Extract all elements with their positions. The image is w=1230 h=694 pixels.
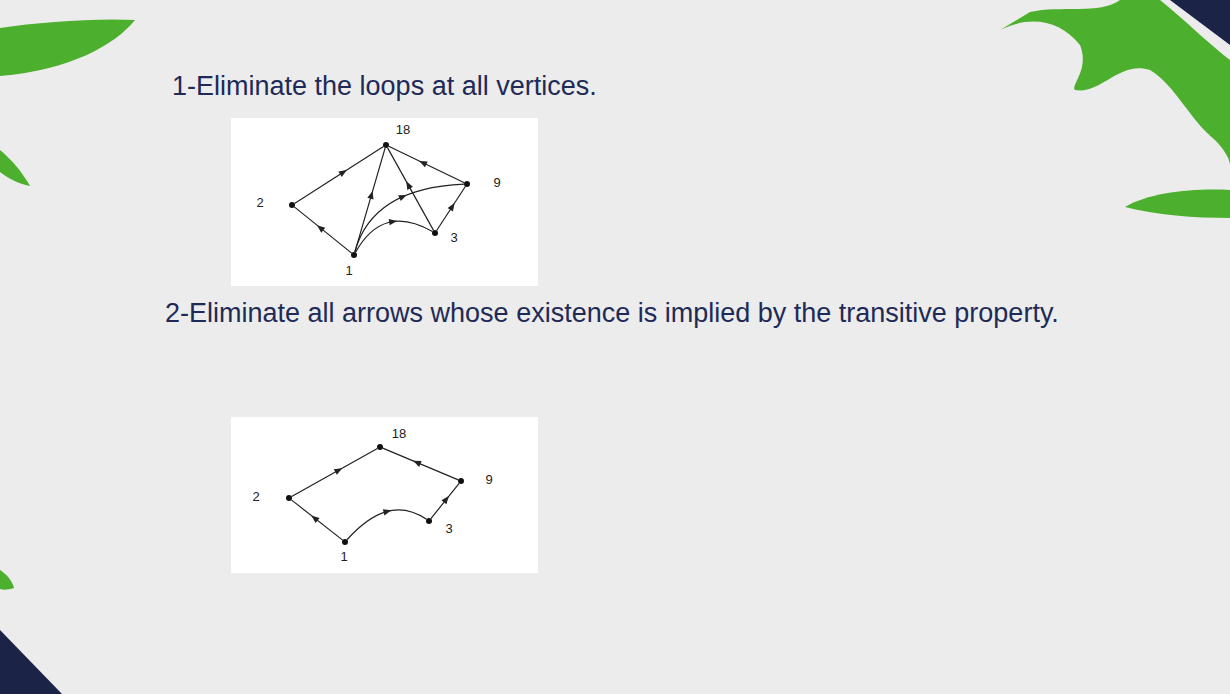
vertex-dot: 1: [351, 252, 357, 258]
connector-line: [387, 148, 433, 231]
vertex-dot: 3: [426, 518, 432, 524]
arrow-connector: [431, 483, 459, 518]
vertex-dot: 3: [432, 230, 438, 236]
connector-line: [437, 187, 466, 231]
arrow-connector: [294, 207, 351, 253]
leaf-shape: [1125, 190, 1230, 218]
arrow-connector: [295, 147, 384, 204]
connector-line: [295, 147, 384, 204]
connector-line: [355, 148, 385, 252]
connector-line: [294, 207, 351, 253]
step-text: 1-Eliminate the loops at all vertices.: [172, 68, 1072, 105]
arrow-connector: [292, 448, 378, 496]
arrow-head: [317, 225, 325, 233]
leaf-shape: [0, 19, 135, 76]
vertex-dot: 18: [377, 444, 383, 450]
vertex-label: 9: [493, 176, 500, 190]
arrow-head: [367, 191, 373, 200]
image-panel: [231, 417, 538, 573]
vertex-dot: 2: [289, 202, 295, 208]
connector-line: [389, 146, 465, 182]
connector-line: [347, 510, 427, 540]
arrow-head: [441, 496, 448, 504]
step-text: 2-Eliminate all arrows whose existence i…: [165, 295, 1105, 332]
vertex-label: 2: [256, 196, 263, 210]
arrow-head: [406, 181, 413, 190]
arrow-head: [413, 461, 422, 467]
image-panel: [231, 118, 538, 286]
vertex-dot: 18: [383, 142, 389, 148]
arrow-connector: [383, 448, 458, 480]
arrow-head: [419, 161, 428, 167]
leaf-shape: [0, 570, 14, 590]
vertex-dot: 9: [464, 181, 470, 187]
vertex-label: 18: [392, 427, 406, 441]
vertex-dot: 9: [458, 478, 464, 484]
arrow-connector: [355, 148, 385, 252]
arrow-head: [338, 170, 346, 177]
vertex-label: 1: [340, 550, 347, 564]
vertex-label: 2: [252, 490, 259, 504]
vertex-dot: 2: [286, 495, 292, 501]
vertex-dot: 1: [342, 539, 348, 545]
vertex-label: 18: [396, 123, 410, 137]
connector-line: [383, 448, 458, 480]
arrow-head: [311, 516, 319, 523]
arrow-head: [383, 509, 392, 515]
arrow-connector: [389, 146, 465, 182]
arrow-connector: [387, 148, 433, 231]
arrow-head: [334, 468, 343, 475]
arrow-head: [448, 203, 455, 211]
arrow-connector: [437, 187, 466, 231]
vertex-label: 1: [345, 264, 352, 278]
arrow-connector: [347, 509, 427, 540]
arrow-connector: [291, 500, 342, 540]
connector-line: [431, 483, 459, 518]
corner-shape: [0, 630, 62, 694]
leaf-shape: [1000, 0, 1230, 165]
arrow-head: [398, 195, 407, 201]
arrow-head: [389, 219, 397, 225]
vertex-label: 3: [445, 522, 452, 536]
leaf-shape: [0, 150, 30, 186]
connector-line: [355, 184, 464, 252]
vertex-label: 3: [450, 231, 457, 245]
arrow-connector: [355, 219, 432, 252]
vertex-label: 9: [485, 473, 492, 487]
connector-line: [291, 500, 342, 540]
arrow-connector: [355, 184, 464, 252]
connector-line: [292, 448, 378, 496]
connector-line: [355, 221, 432, 252]
